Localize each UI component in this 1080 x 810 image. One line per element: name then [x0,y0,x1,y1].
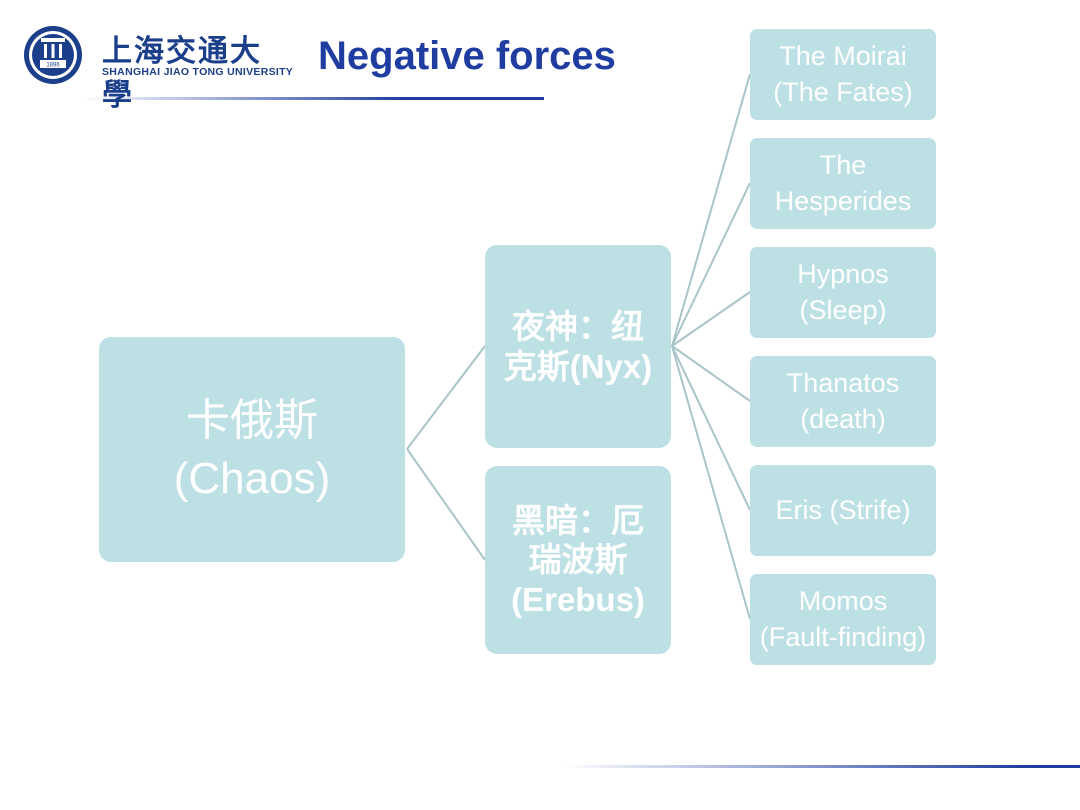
node-nyx: 夜神：纽 克斯(Nyx) [485,245,671,448]
node-moirai: The Moirai (The Fates) [750,29,936,120]
footer-rule [560,765,1080,768]
page-title: Negative forces [318,34,616,78]
university-seal-icon: 1896 [24,26,82,84]
university-name-cn: 上海交通大學 [102,34,262,113]
node-momos: Momos (Fault-finding) [750,574,936,665]
university-name-en: SHANGHAI JIAO TONG UNIVERSITY [102,66,294,78]
connector-nyx-eris [671,345,751,511]
connector-nyx-thanatos [671,345,751,402]
connector-root-erebus [406,448,486,561]
connector-nyx-hesperides [671,182,751,347]
connector-nyx-moirai [671,73,751,347]
title-underline [82,97,544,100]
connector-nyx-momos [671,345,751,620]
university-logo: 1896 上海交通大學 SHANGHAI JIAO TONG UNIVERSIT… [22,24,293,113]
node-chaos: 卡俄斯 (Chaos) [99,337,405,562]
node-hesperides: The Hesperides [750,138,936,229]
connector-nyx-hypnos [671,291,751,347]
node-erebus: 黑暗：厄 瑞波斯 (Erebus) [485,466,671,654]
node-eris: Eris (Strife) [750,465,936,556]
node-hypnos: Hypnos (Sleep) [750,247,936,338]
node-thanatos: Thanatos (death) [750,356,936,447]
connector-root-nyx [406,345,486,450]
seal-year: 1896 [46,63,60,69]
